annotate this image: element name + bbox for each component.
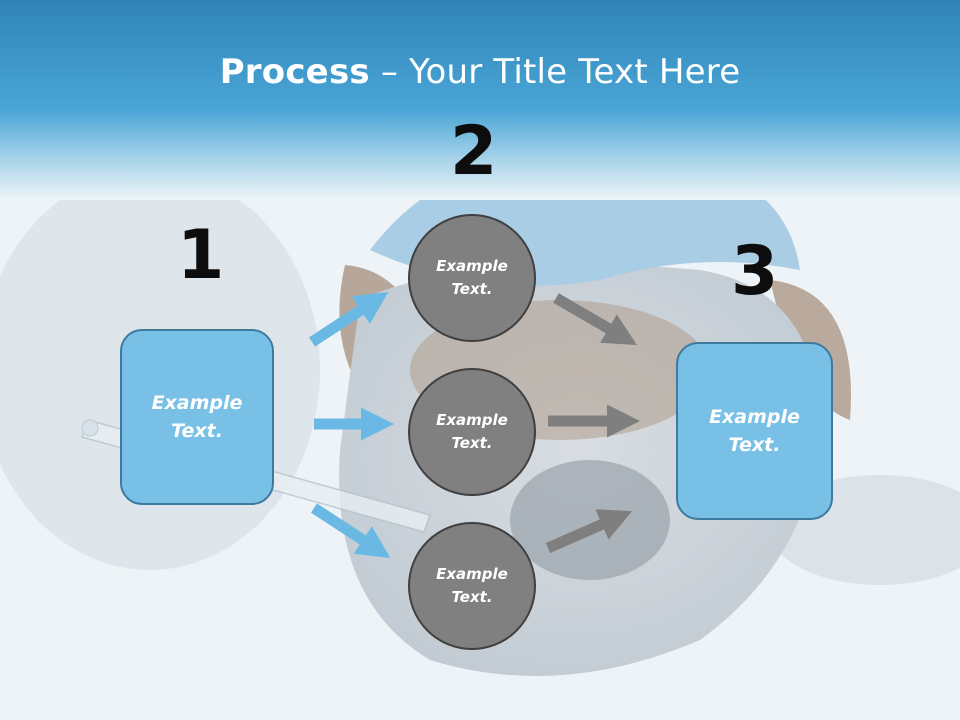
- circle-middle: Example Text.: [408, 368, 536, 496]
- blue-arrow-down: [310, 503, 391, 559]
- step-number-1: 1: [177, 216, 225, 295]
- left-text-box: Example Text.: [120, 329, 274, 505]
- left-box-text: Example Text.: [151, 391, 243, 443]
- circle-top: Example Text.: [408, 214, 536, 342]
- right-text-box: Example Text.: [676, 342, 833, 520]
- blue-arrow-up: [308, 291, 389, 347]
- circle-top-text: Example Text.: [436, 256, 508, 298]
- gray-arrow-down: [553, 293, 638, 346]
- circle-bottom-text: Example Text.: [436, 564, 508, 606]
- title-bold: Process: [219, 52, 370, 92]
- right-box-text: Example Text.: [709, 405, 800, 457]
- circle-middle-text: Example Text.: [436, 410, 508, 452]
- title-rest: – Your Title Text Here: [369, 52, 741, 92]
- circle-bottom: Example Text.: [408, 522, 536, 650]
- step-number-3: 3: [731, 232, 779, 311]
- gray-arrow-up: [545, 509, 633, 554]
- step-number-2: 2: [450, 112, 498, 191]
- page-title: Process – Your Title Text Here: [0, 52, 960, 92]
